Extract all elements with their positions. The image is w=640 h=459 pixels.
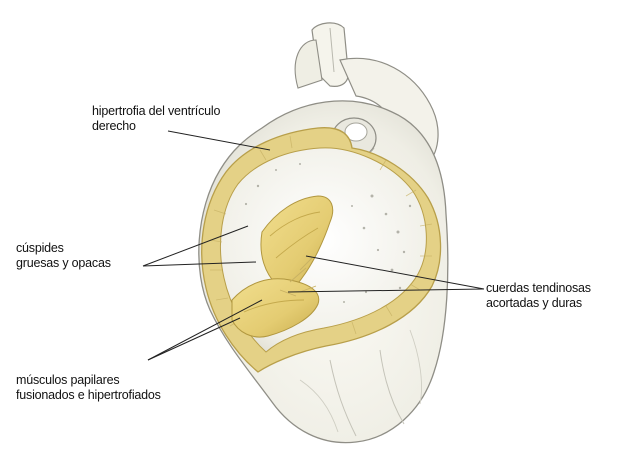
- label-cuerdas-line2: acortadas y duras: [486, 296, 582, 310]
- leader-musculos-2: [147, 299, 263, 361]
- leader-cuspides-1: [142, 225, 249, 267]
- tricuspid-valve: [231, 195, 334, 338]
- label-hipertrofia: hipertrofia del ventrículo derecho: [92, 104, 220, 134]
- label-cuerdas-line1: cuerdas tendinosas: [486, 281, 591, 295]
- label-musculos-line1: músculos papilares: [16, 373, 120, 387]
- leader-lines: [142, 130, 485, 361]
- leader-cuspides-2: [142, 261, 257, 267]
- leader-hipertrofia: [167, 130, 271, 151]
- leader-cuerdas-1: [305, 255, 485, 290]
- label-hipertrofia-line1: hipertrofia del ventrículo: [92, 104, 221, 118]
- leader-cuerdas-2: [287, 288, 485, 293]
- label-cuspides: cúspides gruesas y opacas: [16, 241, 111, 271]
- leader-musculos-1: [147, 317, 241, 361]
- label-cuerdas: cuerdas tendinosas acortadas y duras: [486, 281, 591, 311]
- label-hipertrofia-line2: derecho: [92, 119, 136, 133]
- label-musculos-line2: fusionados e hipertrofiados: [16, 388, 161, 402]
- label-musculos: músculos papilares fusionados e hipertro…: [16, 373, 161, 403]
- label-cuspides-line1: cúspides: [16, 241, 64, 255]
- label-cuspides-line2: gruesas y opacas: [16, 256, 111, 270]
